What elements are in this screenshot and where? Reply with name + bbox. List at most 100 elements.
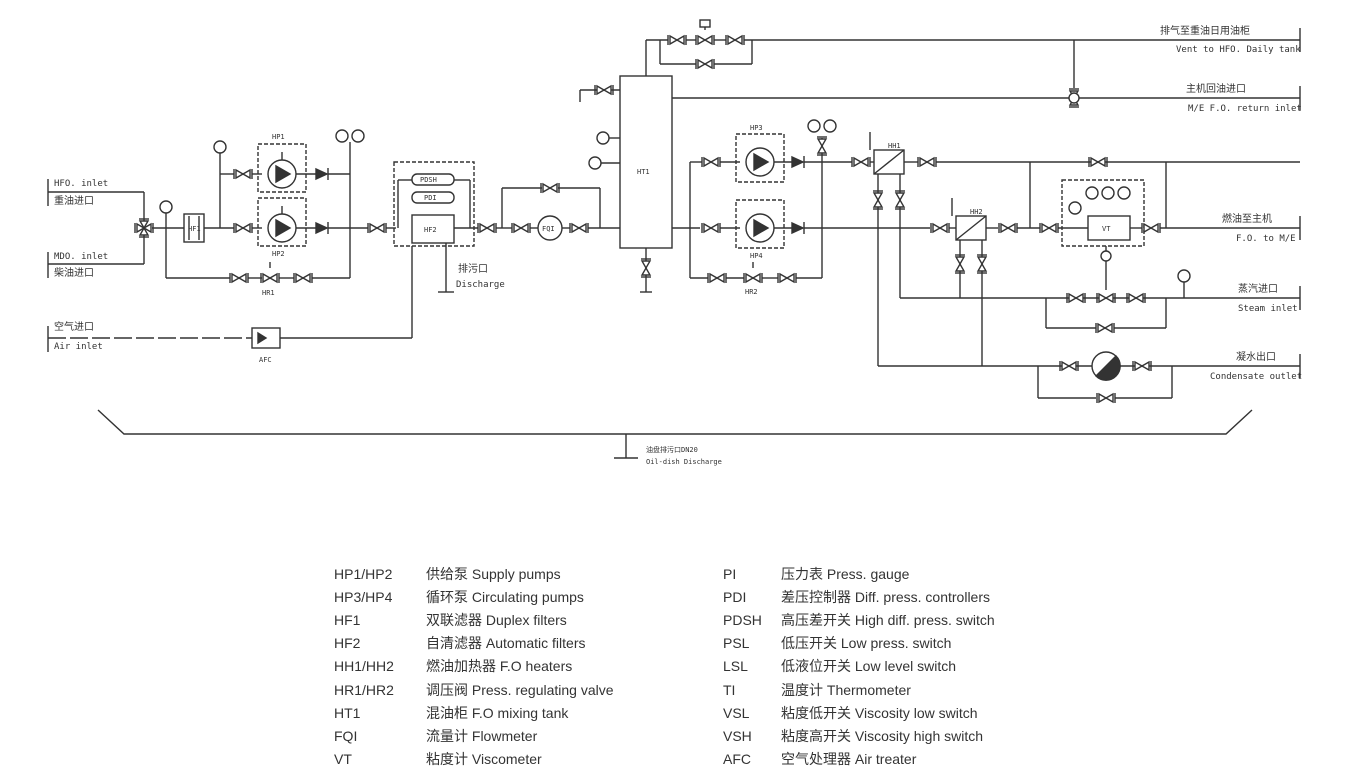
legend-code: HH1/HH2: [334, 658, 394, 675]
legend-code: PSL: [723, 635, 750, 652]
legend-code: HP1/HP2: [334, 565, 393, 582]
legend-code: VT: [334, 751, 352, 768]
psl-gauge-icon: [213, 140, 227, 154]
condensate-cn-label: 凝水出口: [1236, 350, 1276, 363]
steam-cn-label: 蒸汽进口: [1238, 282, 1278, 295]
legend-description: 粘度低开关 Viscosity low switch: [781, 704, 978, 721]
lsl-gauge-icon: [596, 131, 610, 145]
oil-dish-label: Oil-dish Discharge: [646, 458, 722, 466]
hh1-label: HH1: [888, 142, 901, 150]
pdsh-label: PDSH: [420, 176, 437, 184]
legend-row: PSL 低压开关 Low press. switch: [723, 632, 995, 655]
oil-dish-tray: [97, 409, 1253, 459]
vent-cn-label: 排气至重油日用油柜: [1160, 24, 1250, 37]
vt-viscometer: VT: [1061, 179, 1145, 247]
hf1-label: HF1: [188, 225, 201, 233]
pdi-label: PDI: [424, 194, 437, 202]
hp1-pump: HP1: [257, 133, 307, 193]
legend-code: AFC: [723, 751, 751, 768]
legend-row: AFC 空气处理器 Air treater: [723, 748, 995, 771]
vt-label: VT: [1102, 225, 1111, 233]
legend-row: FQI 流量计 Flowmeter: [334, 724, 614, 747]
ti-gauge-icon: [588, 156, 602, 170]
legend-row: HT1 混油柜 F.O mixing tank: [334, 701, 614, 724]
hr1-label: HR1: [262, 289, 275, 297]
legend-description: 空气处理器 Air treater: [781, 751, 917, 768]
psl-gauge-icon: [823, 119, 837, 133]
hfo-inlet-label: HFO. inlet: [54, 179, 108, 189]
legend-description: 燃油加热器 F.O heaters: [426, 658, 573, 675]
fqi-label: FQI: [542, 225, 555, 233]
legend-code: HT1: [334, 704, 361, 721]
legend-description: 自清滤器 Automatic filters: [426, 635, 586, 652]
legend-row: HH1/HH2 燃油加热器 F.O heaters: [334, 655, 614, 678]
legend-description: 差压控制器 Diff. press. controllers: [781, 588, 991, 605]
air-inlet-label: Air inlet: [54, 342, 103, 352]
legend-row: HF1 双联滤器 Duplex filters: [334, 608, 614, 631]
air-inlet-cn-label: 空气进口: [54, 320, 94, 333]
mdo-inlet-label: MDO. inlet: [54, 252, 108, 262]
hf2-auto-filter: PDSH PDI HF2: [393, 161, 475, 247]
legend-row: LSL 低液位开关 Low level switch: [723, 655, 995, 678]
pi-gauge-icon: [807, 119, 821, 133]
legend-description: 低压开关 Low press. switch: [781, 635, 952, 652]
hf2-label: HF2: [424, 226, 437, 234]
afc-label: AFC: [259, 356, 272, 364]
legend-code: TI: [723, 681, 736, 698]
pi-gauge-icon: [159, 200, 173, 214]
oil-dish-cn-label: 油盘排污口DN20: [646, 445, 698, 454]
hf1-filter: HF1: [183, 213, 205, 243]
legend-description: 流量计 Flowmeter: [426, 727, 538, 744]
legend-code: HF2: [334, 635, 361, 652]
discharge-label: Discharge: [456, 280, 505, 290]
pi-gauge-icon: [1177, 269, 1191, 283]
fo-out-cn-label: 燃油至主机: [1222, 212, 1272, 225]
hp3-label: HP3: [750, 124, 763, 132]
fqi-flowmeter: FQI: [537, 215, 563, 241]
ht1-label: HT1: [637, 168, 650, 176]
pi-gauge-icon: [335, 129, 349, 143]
vent-label: Vent to HFO. Daily tank: [1176, 45, 1301, 55]
fo-out-label: F.O. to M/E: [1236, 234, 1296, 244]
legend-description: 混油柜 F.O mixing tank: [426, 704, 569, 721]
legend-row: HF2 自清滤器 Automatic filters: [334, 632, 614, 655]
ht1-mixing-tank: HT1: [619, 75, 673, 249]
psl-gauge-icon: [351, 129, 365, 143]
steam-label: Steam inlet: [1238, 304, 1298, 314]
legend-code: HF1: [334, 611, 361, 628]
hh2-heater: HH2: [955, 208, 987, 241]
hp4-pump: HP4: [735, 199, 785, 260]
legend-description: 循环泵 Circulating pumps: [426, 588, 584, 605]
legend-code: HP3/HP4: [334, 588, 393, 605]
legend-code: VSL: [723, 704, 750, 721]
legend-row: HP3/HP4 循环泵 Circulating pumps: [334, 585, 614, 608]
legend-code: LSL: [723, 658, 748, 675]
return-cn-label: 主机回油进口: [1186, 82, 1246, 95]
legend-description: 压力表 Press. gauge: [781, 565, 910, 582]
return-label: M/E F.O. return inlet: [1188, 104, 1302, 114]
legend-code: FQI: [334, 727, 358, 744]
afc-air-treater: AFC: [251, 327, 281, 364]
hp3-pump: HP3: [735, 124, 785, 183]
mdo-inlet-cn-label: 柴油进口: [54, 266, 94, 279]
hp4-label: HP4: [750, 252, 763, 260]
legend-description: 调压阀 Press. regulating valve: [426, 681, 614, 698]
legend-description: 高压差开关 High diff. press. switch: [781, 611, 995, 628]
legend-description: 双联滤器 Duplex filters: [426, 611, 567, 628]
legend-row: HP1/HP2 供给泵 Supply pumps: [334, 562, 614, 585]
legend-code: PI: [723, 565, 737, 582]
hp1-label: HP1: [272, 133, 285, 141]
hp2-label: HP2: [272, 250, 285, 258]
legend-description: 低液位开关 Low level switch: [781, 658, 957, 675]
piping-diagram: HFO. inlet 重油进口 MDO. inlet 柴油进口 HF1 HP1: [47, 19, 1302, 466]
legend-description: 供给泵 Supply pumps: [426, 565, 561, 582]
legend-row: VT 粘度计 Viscometer: [334, 748, 614, 771]
legend-description: 粘度计 Viscometer: [426, 751, 542, 768]
